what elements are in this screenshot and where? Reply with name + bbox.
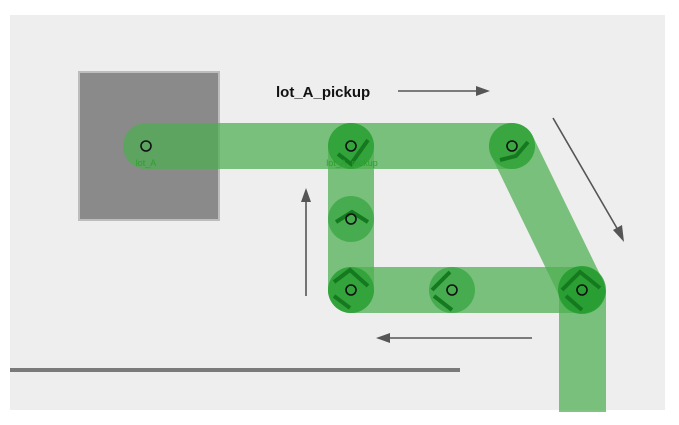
waypoint-icon[interactable] [328,123,374,169]
waypoint-icon[interactable] [140,140,152,152]
waypoint-icon[interactable] [328,267,374,313]
arrow-icon [398,86,490,96]
waypoint-icon[interactable] [489,123,535,169]
wall-line [10,368,460,372]
waypoint-icon[interactable] [558,266,606,314]
arrow-icon [301,188,311,296]
pickup-node-label: lot_A_pickup [326,158,378,168]
start-node-label: lot_A [136,158,157,168]
path-segment [489,123,605,313]
map-title: lot_A_pickup [276,84,370,101]
waypoint-icon[interactable] [429,267,475,313]
waypoints [140,123,606,314]
arrow-icon [552,117,624,242]
arrow-icon [376,333,532,343]
waypoint-icon[interactable] [328,196,374,242]
